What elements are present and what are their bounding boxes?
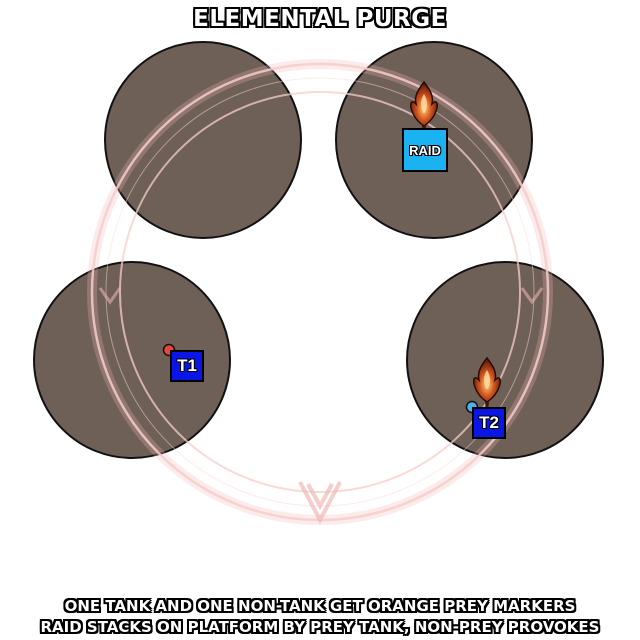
raid-marker: RAID [402, 128, 448, 172]
tank2-marker: T2 [472, 407, 506, 439]
page-title: ELEMENTAL PURGE [193, 6, 447, 32]
caption-line-1: ONE TANK AND ONE NON-TANK GET ORANGE PRE… [64, 597, 576, 615]
caption-line-2: RAID STACKS ON PLATFORM BY PREY TANK, NO… [40, 618, 600, 636]
platform-right [406, 261, 604, 459]
ring-emblem-left-icon [98, 287, 122, 305]
platform-top-left [104, 41, 302, 239]
ring-emblem-right-icon [520, 287, 544, 305]
ring-emblem-bottom-icon [298, 481, 342, 525]
caption: ONE TANK AND ONE NON-TANK GET ORANGE PRE… [0, 596, 640, 638]
tank1-marker: T1 [170, 350, 204, 382]
